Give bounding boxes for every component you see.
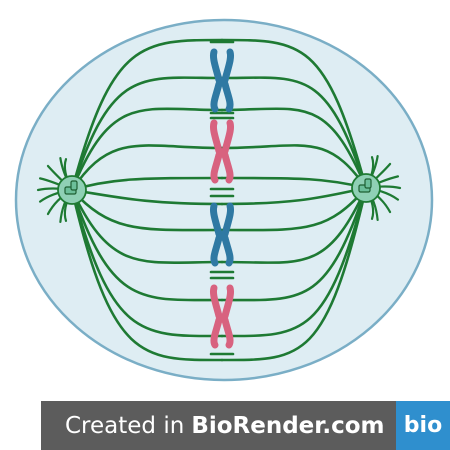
centromere — [218, 150, 226, 156]
spindle-fiber — [70, 188, 224, 302]
chromatid-arm — [221, 202, 234, 238]
spindle-fiber — [70, 144, 224, 192]
centromere — [218, 233, 226, 239]
biorender-logo: bio — [396, 401, 450, 450]
chromatid-arm — [221, 316, 234, 349]
centrosome-right — [351, 173, 381, 203]
centriole — [70, 180, 78, 191]
chromatid-arm — [210, 284, 223, 320]
centriole — [364, 178, 372, 189]
spindle-fiber — [70, 188, 224, 338]
chromatid-arm — [210, 80, 223, 113]
chromatid-arm — [221, 234, 234, 267]
centrosome-left — [57, 175, 87, 205]
spindle-fiber — [70, 76, 224, 192]
spindle-fiber — [220, 186, 368, 264]
spindle-fiber — [70, 107, 224, 192]
spindle-fiber — [220, 186, 368, 362]
spindle-fiber — [220, 38, 368, 190]
spindle-fiber — [220, 186, 368, 232]
chromatid-arm — [221, 48, 234, 84]
chromosome-2 — [210, 119, 234, 184]
logo-text: bio — [403, 413, 443, 438]
spindle-fiber — [220, 186, 368, 302]
centromere — [218, 79, 226, 85]
chromatid-arm — [221, 151, 234, 184]
centromere — [218, 315, 226, 321]
chromatid-arm — [221, 80, 234, 113]
chromosome-1 — [210, 48, 234, 113]
chromatid-arm — [210, 234, 223, 267]
chromatid-arm — [221, 284, 234, 320]
chromatid-arm — [221, 119, 234, 155]
chromosome-4 — [210, 284, 234, 349]
watermark-text: Created in BioRender.com — [41, 401, 396, 450]
chromatid-arm — [210, 48, 223, 84]
chromosomes — [210, 48, 234, 349]
cell-division-diagram — [14, 18, 434, 382]
biorender-watermark: Created in BioRender.com bio — [41, 401, 450, 450]
spindle-fiber — [220, 107, 368, 190]
centrosomes — [57, 173, 381, 205]
chromatid-arm — [210, 316, 223, 349]
spindle-fiber — [220, 186, 368, 338]
spindle-fiber — [70, 38, 224, 192]
chromatid-arm — [210, 119, 223, 155]
chromatid-arm — [210, 151, 223, 184]
spindle-fiber — [70, 188, 224, 264]
metaphase-plate — [209, 40, 235, 356]
spindle-fiber — [70, 188, 224, 232]
chromatid-arm — [210, 202, 223, 238]
chromosome-3 — [210, 202, 234, 267]
watermark-prefix: Created in — [65, 412, 185, 439]
spindle-fiber — [220, 76, 368, 190]
watermark-brand: BioRender.com — [191, 412, 385, 439]
cell-membrane — [14, 18, 434, 382]
spindle-fiber — [70, 188, 224, 362]
spindle-fiber — [220, 144, 368, 190]
